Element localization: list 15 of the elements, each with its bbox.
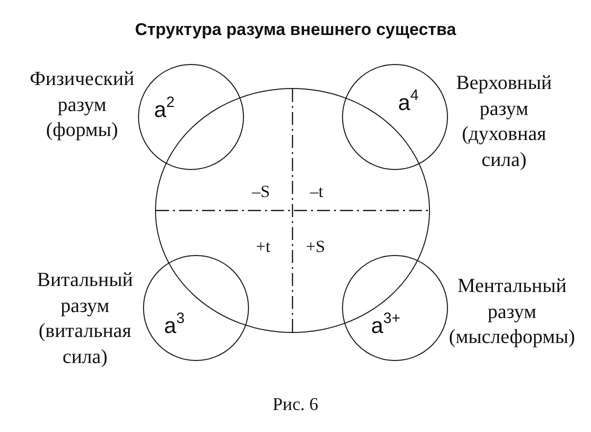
circle-label: a$^{4}$ [398, 90, 419, 116]
quadrant-label: –t [310, 182, 324, 202]
quadrant-label: +t [256, 237, 270, 257]
large-circle [155, 88, 430, 333]
mind-type-label: Витальный разум (витальная сила) [36, 268, 134, 370]
circle-label: a$^{2}$ [154, 97, 175, 123]
circle-label: a$^{3}$ [164, 313, 185, 339]
mind-type-label: Верховный разум (духовная сила) [456, 71, 552, 172]
title: Структура разума внешнего существа [134, 20, 458, 40]
figure-caption: Рис. 6 [272, 394, 320, 415]
quadrant-label: +S [306, 237, 326, 257]
quadrant-label: –S [252, 182, 270, 202]
mind-type-label: Ментальный разум (мыслеформы) [448, 274, 576, 350]
mind-type-label: Физический разум (формы) [30, 67, 134, 143]
circle-label: a$^{3+}$ [371, 313, 400, 339]
